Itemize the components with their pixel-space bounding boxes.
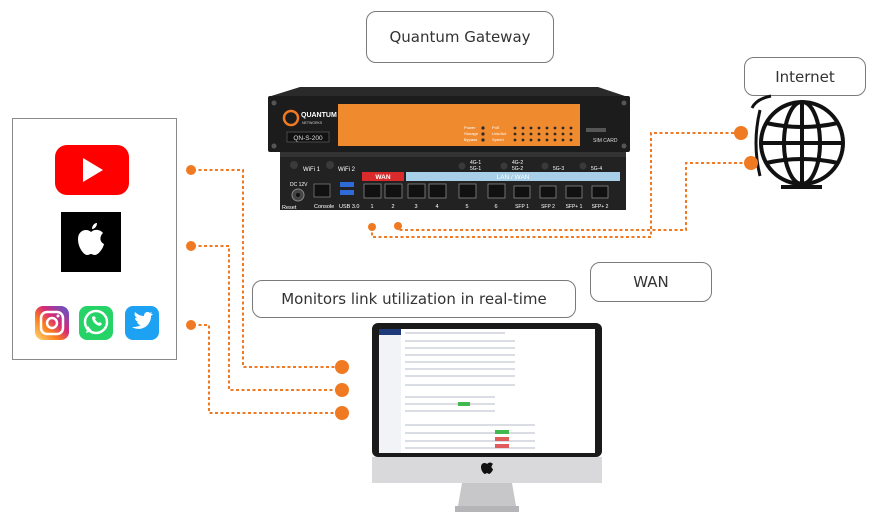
svg-text:5G-2: 5G-2: [512, 166, 523, 172]
monitor-caption: Monitors link utilization in real-time: [252, 280, 576, 318]
diagram-title: Quantum Gateway: [366, 11, 554, 63]
svg-text:5G-4: 5G-4: [591, 166, 602, 172]
svg-text:WAN: WAN: [375, 174, 390, 181]
svg-text:3: 3: [414, 204, 417, 210]
front-panel: [338, 104, 580, 146]
svg-text:Link/Act: Link/Act: [492, 131, 507, 136]
apps-panel: [12, 118, 177, 360]
svg-text:5: 5: [465, 204, 468, 210]
wan-strip: [362, 172, 404, 181]
instagram-icon: [35, 306, 69, 340]
svg-text:2: 2: [391, 204, 394, 210]
svg-text:SFP 2: SFP 2: [541, 204, 555, 210]
monitor: [372, 323, 602, 512]
svg-text:WiFi 1: WiFi 1: [303, 167, 321, 173]
svg-text:Bypass: Bypass: [464, 137, 477, 142]
globe-icon: [750, 94, 845, 189]
apple-icon: [61, 212, 121, 272]
svg-text:1: 1: [370, 204, 373, 210]
svg-text:5G-3: 5G-3: [553, 166, 564, 172]
model-label: QN-S-200: [293, 135, 323, 142]
svg-text:SFP+ 2: SFP+ 2: [592, 204, 609, 210]
svg-text:SFP 1: SFP 1: [515, 204, 529, 210]
lan-wan-strip: [406, 172, 620, 181]
svg-text:QUANTUM: QUANTUM: [301, 112, 337, 119]
svg-text:NETWORKS: NETWORKS: [302, 121, 323, 125]
svg-text:Power: Power: [464, 125, 476, 130]
youtube-icon: [55, 145, 129, 195]
svg-text:LAN / WAN: LAN / WAN: [497, 174, 530, 181]
svg-text:6: 6: [494, 204, 497, 210]
connection-dots: [186, 126, 758, 420]
svg-text:Reset: Reset: [282, 205, 297, 211]
svg-text:WiFi 2: WiFi 2: [338, 167, 356, 173]
quantum-logo: QUANTUM NETWORKS: [282, 109, 337, 127]
svg-text:4: 4: [435, 204, 438, 210]
svg-text:Storage: Storage: [464, 131, 479, 136]
internet-label: Internet: [744, 57, 866, 96]
svg-text:SFP+ 1: SFP+ 1: [566, 204, 583, 210]
svg-text:5G-1: 5G-1: [470, 166, 481, 172]
svg-text:USB 3.0: USB 3.0: [339, 204, 359, 210]
svg-text:4G-1: 4G-1: [470, 160, 481, 166]
svg-text:DC 12V: DC 12V: [290, 182, 308, 188]
whatsapp-icon: [79, 306, 113, 340]
twitter-icon: [125, 306, 159, 340]
wan-label: WAN: [590, 262, 712, 302]
svg-text:Console: Console: [314, 204, 334, 210]
sim-card-label: SIM CARD: [593, 138, 618, 144]
svg-text:PoE: PoE: [492, 125, 500, 130]
gateway-device: QUANTUM NETWORKS QN-S-200 Power Storage …: [268, 87, 630, 211]
svg-text:Speed: Speed: [492, 137, 504, 142]
svg-text:4G-2: 4G-2: [512, 160, 523, 166]
